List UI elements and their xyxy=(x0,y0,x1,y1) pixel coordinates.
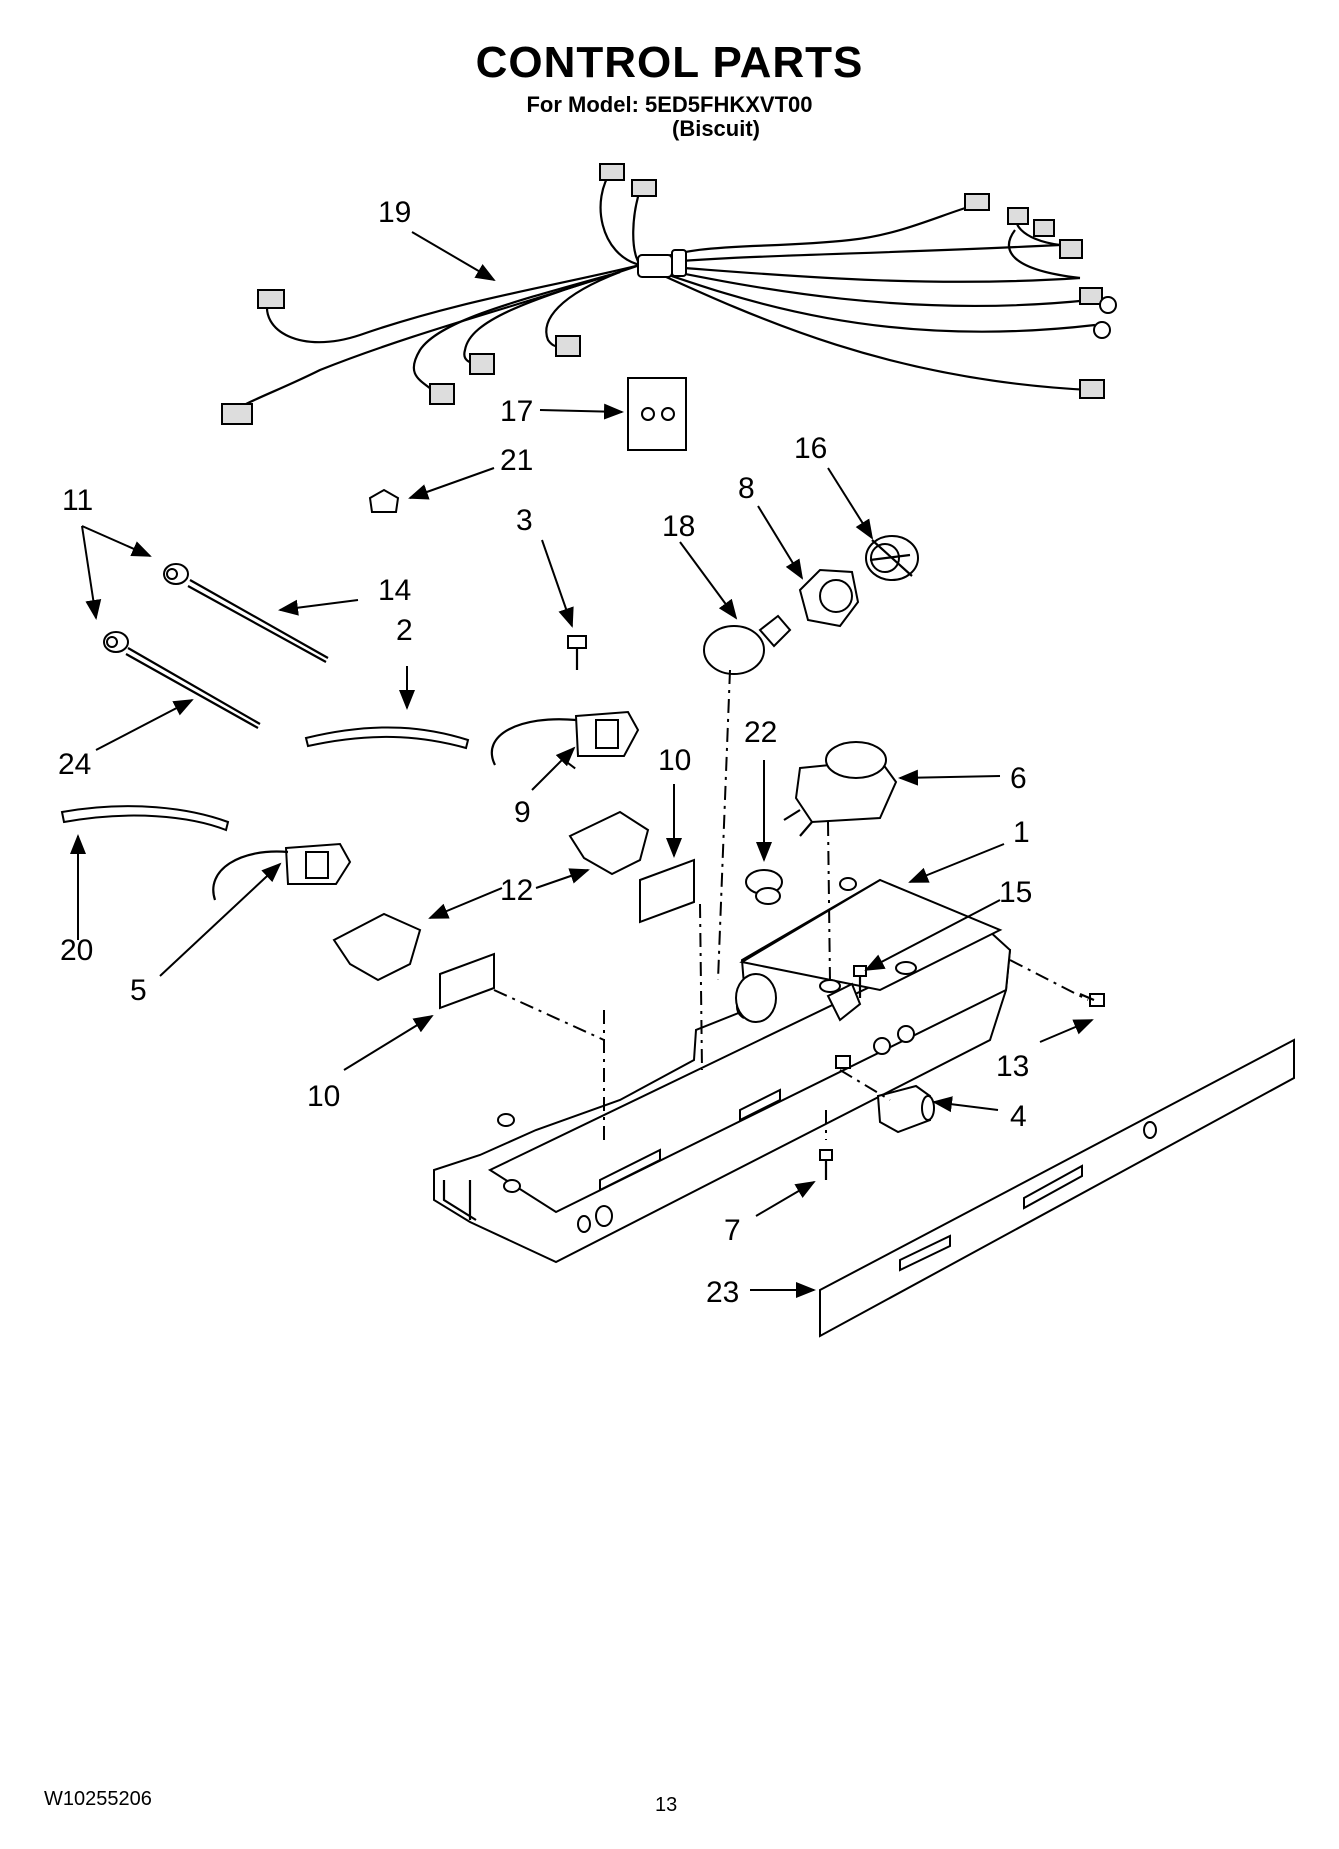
clip xyxy=(368,488,400,513)
callout-18: 18 xyxy=(662,510,695,543)
mounting-screw xyxy=(1079,992,1105,1007)
callout-19: 19 xyxy=(378,196,411,229)
leader-arrows xyxy=(70,231,1094,1298)
callout-labels: 1 2 3 4 5 6 7 8 9 10 10 11 12 13 14 15 1… xyxy=(58,196,1032,1309)
capillary-rod xyxy=(187,579,329,663)
callout-12: 12 xyxy=(500,874,533,907)
callout-10-upper: 10 xyxy=(658,744,691,777)
control-housing xyxy=(433,877,1012,1264)
callout-14: 14 xyxy=(378,574,411,607)
page-number: 13 xyxy=(655,1794,678,1816)
callout-7: 7 xyxy=(724,1214,741,1247)
defrost-control xyxy=(783,741,898,837)
callout-11: 11 xyxy=(62,484,93,517)
label-lower xyxy=(439,952,495,1010)
thermostat-bracket xyxy=(568,810,650,876)
control-cover xyxy=(819,1038,1295,1338)
wire-harness xyxy=(221,163,1117,425)
callout-9: 9 xyxy=(514,796,531,829)
callout-15: 15 xyxy=(999,876,1032,909)
light-socket-housing xyxy=(798,568,860,628)
screw xyxy=(567,635,587,670)
callout-3: 3 xyxy=(516,504,533,537)
capillary-rod-lower xyxy=(125,647,261,729)
callout-2: 2 xyxy=(396,614,413,647)
label-upper xyxy=(639,858,695,924)
model-line: For Model: 5ED5FHKXVT00 xyxy=(526,92,813,117)
light-switch xyxy=(876,1084,935,1134)
page-title: CONTROL PARTS xyxy=(475,38,864,87)
thermostat xyxy=(490,710,640,766)
bottom-screw xyxy=(819,1149,833,1180)
callout-22: 22 xyxy=(744,716,777,749)
plug-button xyxy=(745,869,783,905)
callout-20: 20 xyxy=(60,934,93,967)
callout-21: 21 xyxy=(500,444,533,477)
callout-23: 23 xyxy=(706,1276,739,1309)
housing-screw xyxy=(853,965,867,998)
callout-6: 6 xyxy=(1010,762,1027,795)
callout-5: 5 xyxy=(130,974,147,1007)
thermostat-bracket-lower xyxy=(332,912,422,982)
callout-24: 24 xyxy=(58,748,91,781)
callout-8: 8 xyxy=(738,472,755,505)
thermostat-lower xyxy=(212,842,352,901)
foam-plate xyxy=(627,377,687,451)
callout-17: 17 xyxy=(500,395,533,428)
callout-1: 1 xyxy=(1013,816,1030,849)
retainer-nut xyxy=(103,563,189,653)
callout-16: 16 xyxy=(794,432,827,465)
callout-10-lower: 10 xyxy=(307,1080,340,1113)
callout-13: 13 xyxy=(996,1050,1029,1083)
light-bulb xyxy=(703,614,792,675)
sensor-tube-lower xyxy=(60,805,230,832)
sensor-tube xyxy=(304,726,470,750)
model-variant: (Biscuit) xyxy=(672,116,760,141)
document-number: W10255206 xyxy=(44,1788,152,1810)
callout-4: 4 xyxy=(1010,1100,1027,1133)
light-socket xyxy=(865,535,919,581)
